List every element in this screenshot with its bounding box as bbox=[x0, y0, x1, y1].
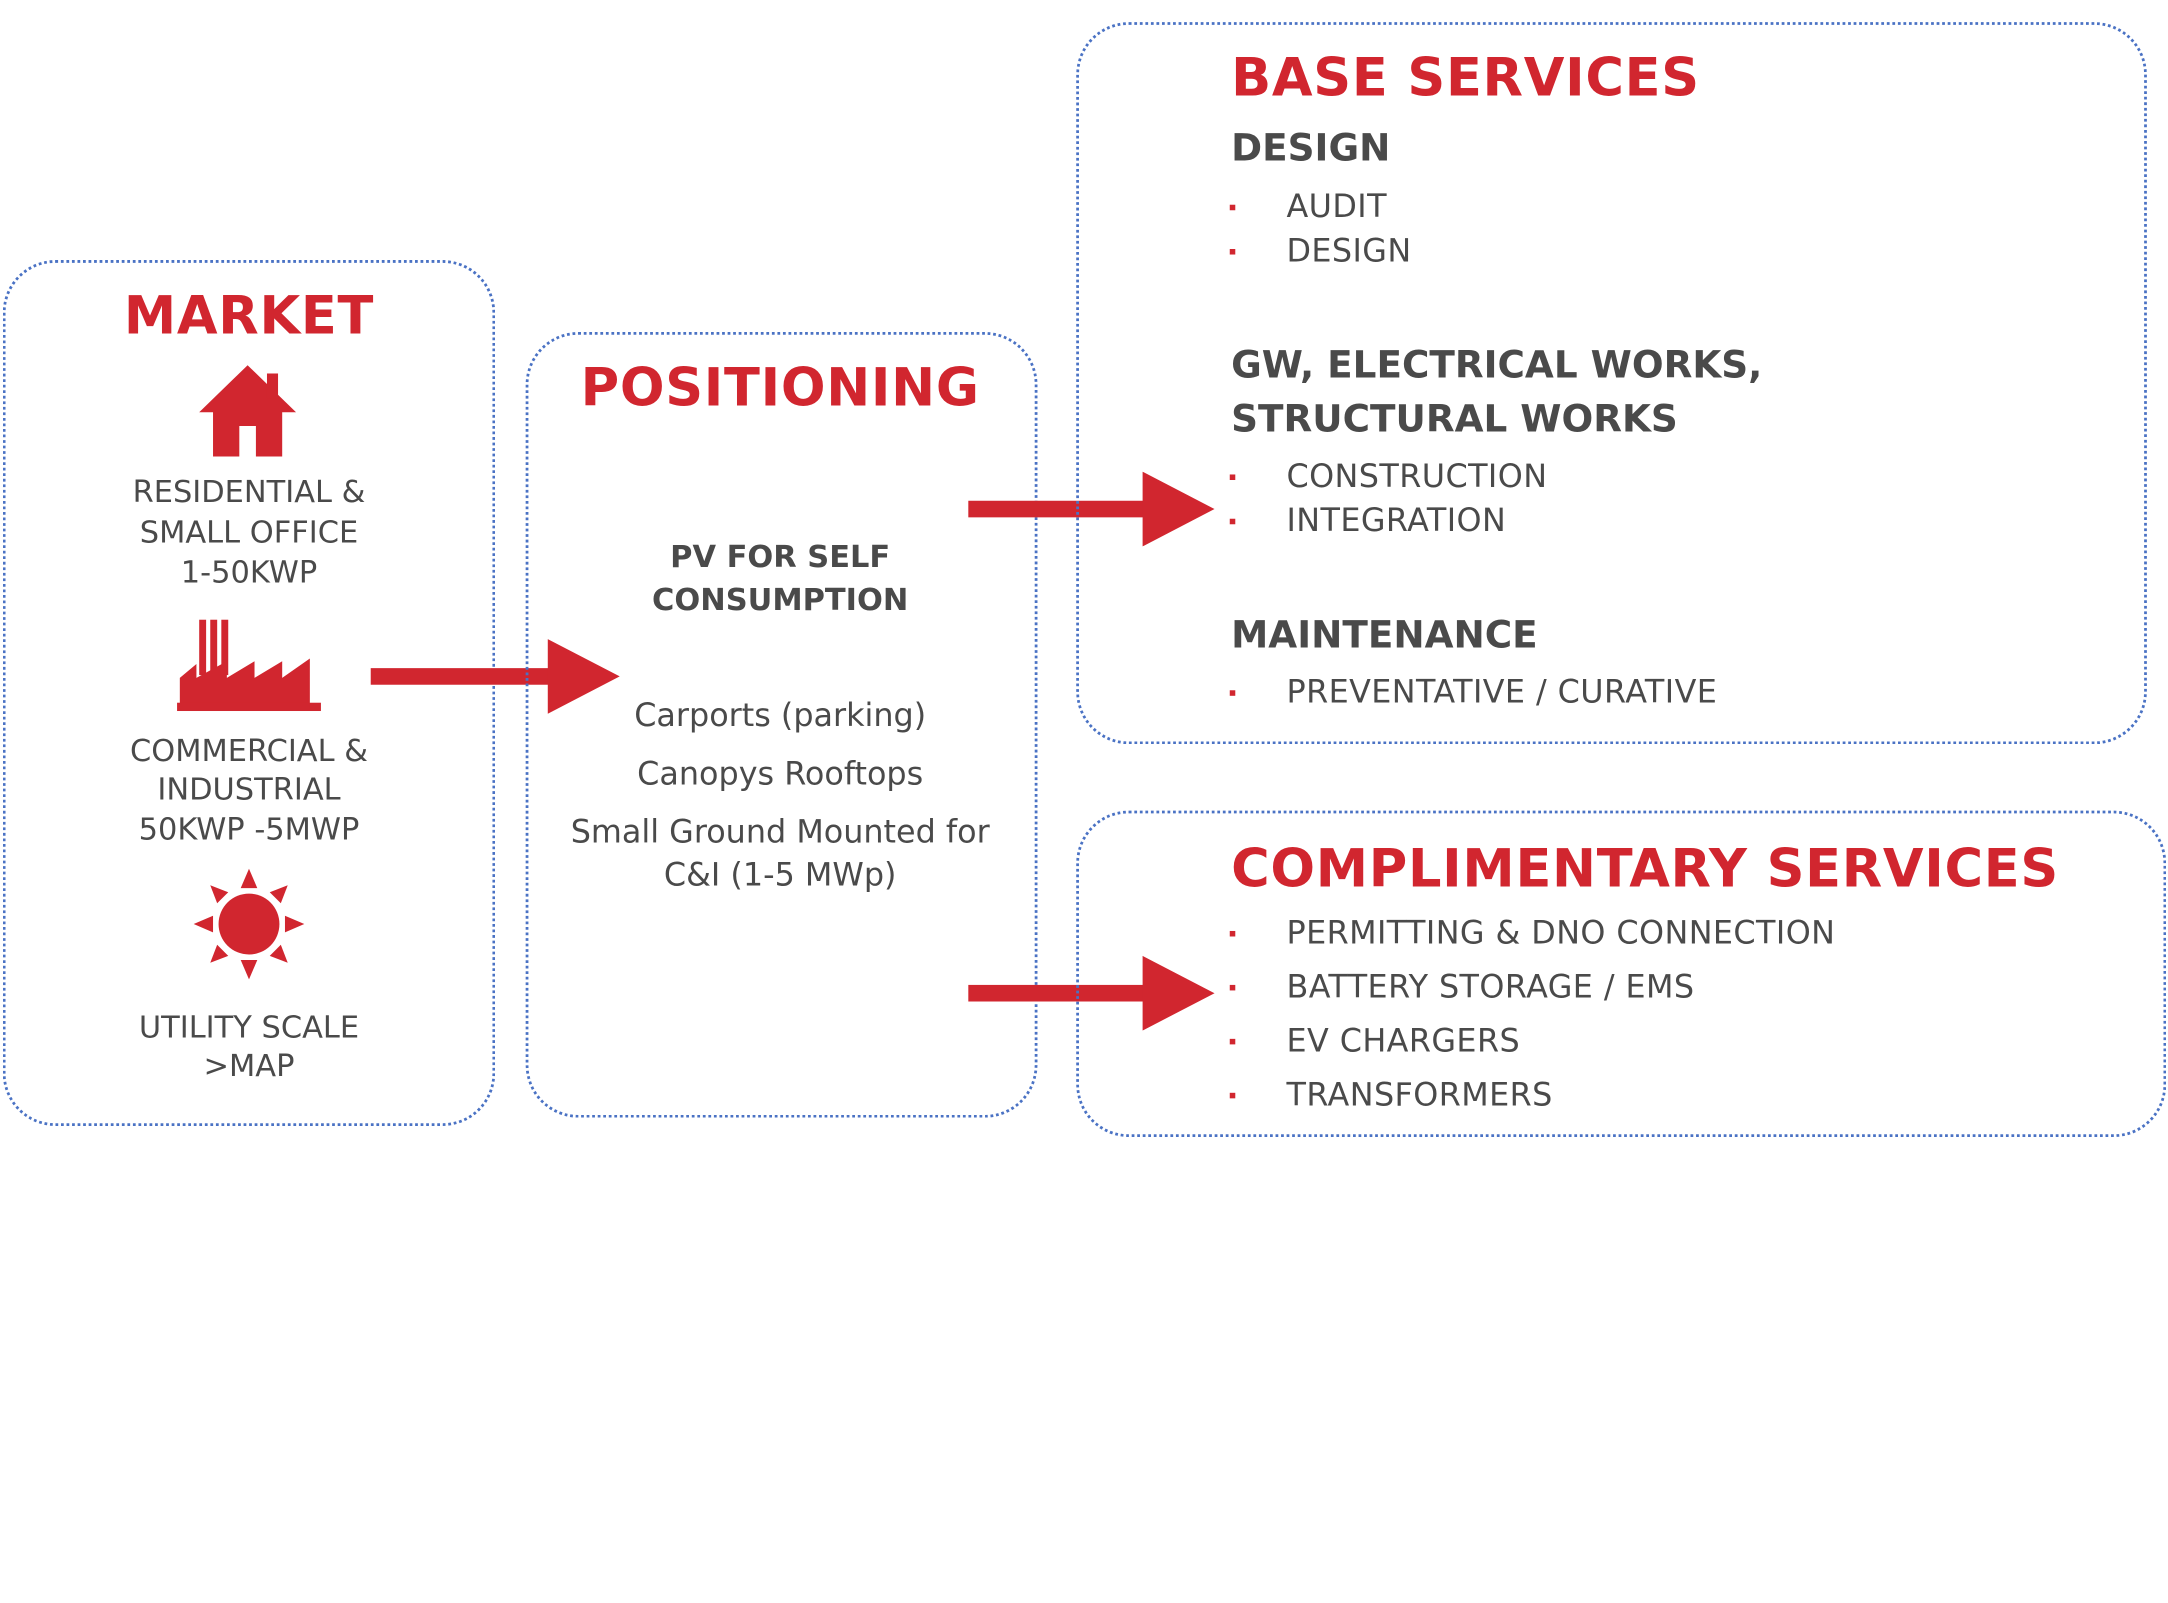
market-segment-1-line-1: RESIDENTIAL & bbox=[132, 475, 366, 511]
arrow-market-to-positioning bbox=[370, 639, 620, 714]
market-segment-3-line-1: UTILITY SCALE bbox=[138, 1011, 360, 1046]
positioning-item-ground-mounted-line-2: C&I (1-5 MWp) bbox=[663, 857, 897, 894]
base-services-box bbox=[1076, 22, 2147, 745]
bullet-integration: INTEGRATION bbox=[1229, 503, 1507, 540]
bullet-label: AUDIT bbox=[1286, 189, 1387, 226]
bullet-marker bbox=[1229, 204, 1236, 211]
bullet-marker bbox=[1229, 984, 1236, 991]
complimentary-services-title: COMPLIMENTARY SERVICES bbox=[1231, 838, 2059, 900]
market-segment-1-line-3: 1-50KWP bbox=[180, 556, 318, 591]
bullet-label: EV CHARGERS bbox=[1286, 1023, 1521, 1060]
arrow-positioning-to-base-services bbox=[968, 471, 1215, 547]
house-icon bbox=[199, 365, 297, 457]
market-box bbox=[2, 260, 496, 1127]
positioning-box bbox=[525, 331, 1038, 1118]
maintenance-heading: MAINTENANCE bbox=[1231, 614, 1538, 658]
positioning-item-ground-mounted-line-1: Small Ground Mounted for bbox=[570, 814, 990, 851]
bullet-marker bbox=[1229, 690, 1236, 696]
base-services-title: BASE SERVICES bbox=[1231, 47, 1700, 108]
electrical-works-heading-line-2: STRUCTURAL WORKS bbox=[1231, 398, 1678, 442]
bullet-label: PERMITTING & DNO CONNECTION bbox=[1286, 915, 1836, 952]
bullet-permitting: PERMITTING & DNO CONNECTION bbox=[1229, 915, 1836, 952]
arrow-positioning-to-complimentary-services bbox=[968, 955, 1215, 1031]
bullet-design: DESIGN bbox=[1229, 233, 1412, 270]
bullet-ev-chargers: EV CHARGERS bbox=[1229, 1023, 1521, 1060]
market-segment-2-line-3: 50KWP -5MWP bbox=[138, 813, 360, 848]
positioning-item-canopys: Canopys Rooftops bbox=[637, 756, 924, 793]
bullet-marker bbox=[1229, 518, 1236, 525]
market-segment-2-line-2: INDUSTRIAL bbox=[157, 773, 341, 808]
market-segment-2-line-1: COMMERCIAL & bbox=[129, 734, 368, 770]
sun-icon bbox=[193, 868, 305, 980]
factory-icon bbox=[177, 619, 321, 712]
bullet-battery-storage: BATTERY STORAGE / EMS bbox=[1229, 969, 1695, 1006]
market-title: MARKET bbox=[123, 284, 375, 346]
bullet-construction: CONSTRUCTION bbox=[1229, 459, 1548, 496]
market-segment-1-line-2: SMALL OFFICE bbox=[139, 515, 359, 551]
bullet-transformers: TRANSFORMERS bbox=[1229, 1077, 1553, 1114]
bullet-marker bbox=[1229, 1038, 1236, 1045]
bullet-label: DESIGN bbox=[1286, 233, 1412, 270]
market-segment-3-line-2: >MAP bbox=[203, 1049, 295, 1085]
bullet-marker bbox=[1229, 1092, 1236, 1099]
bullet-preventative-curative: PREVENTATIVE / CURATIVE bbox=[1229, 675, 1718, 712]
bullet-label: PREVENTATIVE / CURATIVE bbox=[1286, 675, 1718, 712]
bullet-marker bbox=[1229, 248, 1236, 255]
bullet-label: BATTERY STORAGE / EMS bbox=[1286, 969, 1695, 1006]
positioning-title: POSITIONING bbox=[580, 356, 980, 418]
bullet-audit: AUDIT bbox=[1229, 189, 1387, 226]
positioning-item-carports: Carports (parking) bbox=[634, 698, 927, 735]
design-heading: DESIGN bbox=[1231, 127, 1391, 171]
complimentary-services-box bbox=[1076, 810, 2167, 1138]
positioning-subtitle-line-2: CONSUMPTION bbox=[652, 583, 909, 619]
bullet-label: INTEGRATION bbox=[1286, 503, 1507, 540]
bullet-label: TRANSFORMERS bbox=[1286, 1077, 1553, 1114]
bullet-marker bbox=[1229, 930, 1236, 937]
bullet-marker bbox=[1229, 474, 1236, 481]
electrical-works-heading-line-1: GW, ELECTRICAL WORKS, bbox=[1231, 344, 1763, 388]
positioning-subtitle-line-1: PV FOR SELF bbox=[670, 540, 891, 576]
bullet-label: CONSTRUCTION bbox=[1286, 459, 1548, 496]
